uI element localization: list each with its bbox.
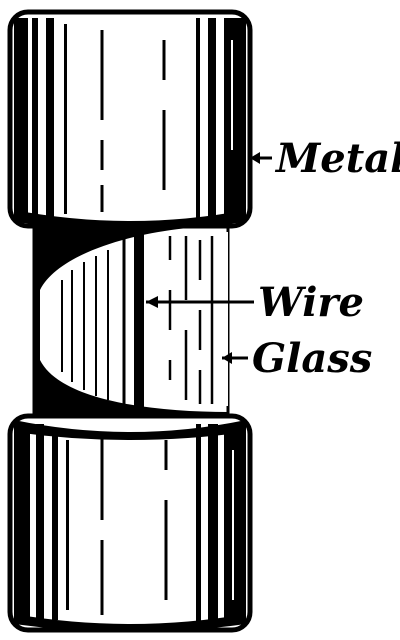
callout-glass: Glass bbox=[222, 335, 372, 382]
metal-cap-bottom bbox=[7, 413, 253, 633]
label-wire: Wire bbox=[258, 279, 364, 326]
glass-tube bbox=[32, 218, 230, 427]
callout-wire: Wire bbox=[146, 279, 364, 326]
metal-cap-top bbox=[7, 9, 253, 229]
callout-metal: Metal bbox=[250, 135, 400, 182]
label-metal: Metal bbox=[274, 135, 400, 182]
label-glass: Glass bbox=[252, 335, 372, 382]
fuse-wire bbox=[134, 234, 144, 412]
